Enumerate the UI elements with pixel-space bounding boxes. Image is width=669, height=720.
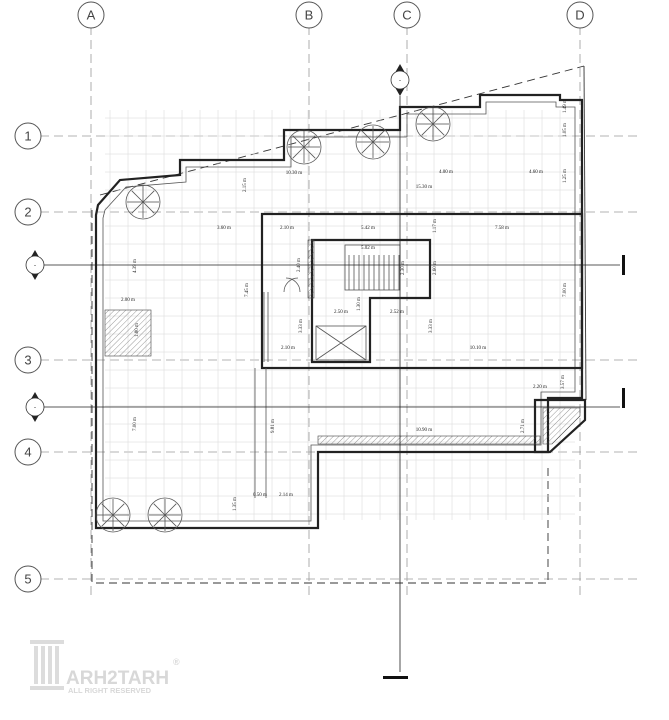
- dim-mid-4: 7.58 m: [495, 226, 509, 231]
- logo-name: ARH2TARH: [66, 668, 169, 689]
- dim-180: 1.80 m: [135, 323, 140, 337]
- dim-745: 7.45 m: [245, 283, 250, 297]
- dim-right-3: 1.25 m: [563, 169, 568, 183]
- column-icon: [30, 640, 64, 690]
- watermark-logo: ARH2TARH ALL RIGHT RESERVED ®: [30, 640, 180, 695]
- dim-214: 2.14 m: [279, 493, 293, 498]
- dim-top-3: 4.60 m: [529, 170, 543, 175]
- dim-mid-1: 2.10 m: [280, 226, 294, 231]
- section-marker-left-1: -: [25, 250, 625, 280]
- dim-left-1: 3.60 m: [217, 226, 231, 231]
- svg-text:D: D: [575, 8, 584, 23]
- tree-icon: [125, 184, 161, 220]
- dim-top-total: 15.30 m: [416, 185, 433, 190]
- dim-981: 9.81 m: [271, 419, 276, 433]
- dim-260: 2.60 m: [433, 261, 438, 275]
- dim-mid-3: 1.17 m: [433, 219, 438, 233]
- tree-icon: [147, 497, 183, 533]
- svg-text:C: C: [402, 8, 411, 23]
- grid-bubble-3: 3: [14, 346, 42, 374]
- dim-050: 0.50 m: [253, 493, 267, 498]
- grid-bubble-b: B: [295, 1, 323, 29]
- tree-icon: [355, 124, 391, 160]
- floor-tiles: [105, 110, 575, 520]
- dimension-labels: 10.30 m 4.00 m 4.60 m 15.30 m 1.49 m 1.0…: [121, 99, 568, 511]
- dim-271: 2.71 m: [521, 419, 526, 433]
- dim-vert-1: 2.15 m: [243, 178, 248, 192]
- dim-mid-2: 5.42 m: [361, 226, 375, 231]
- stair-treads: [348, 255, 400, 290]
- hatched-walls: [104, 239, 541, 445]
- section-end-mark: [383, 676, 408, 679]
- trees: [95, 106, 451, 533]
- dim-right-2: 1.05 m: [563, 123, 568, 137]
- grid-bubble-d: D: [566, 1, 594, 29]
- dim-top-2: 4.00 m: [439, 170, 453, 175]
- logo-mark: ®: [173, 657, 180, 667]
- dim-333a: 3.33 m: [299, 319, 304, 333]
- svg-text:-: -: [399, 78, 401, 84]
- tree-icon: [95, 497, 131, 533]
- dim-stair: 5.02 m: [361, 246, 375, 251]
- building-outline: [94, 93, 587, 530]
- dim-right-1: 1.49 m: [563, 99, 568, 113]
- grid-bubble-1: 1: [14, 122, 42, 150]
- grid-bubble-c: C: [393, 1, 421, 29]
- dim-220: 2.20 m: [533, 385, 547, 390]
- tree-icon: [286, 129, 322, 165]
- grid-bubbles: A B C D 1 2 3 4: [14, 1, 594, 593]
- svg-text:-: -: [34, 263, 36, 269]
- dim-252: 2.52 m: [390, 310, 404, 315]
- grid-bubble-5: 5: [14, 565, 42, 593]
- dim-200: 2.00 m: [121, 298, 135, 303]
- section-marker-top: -: [390, 64, 410, 96]
- dim-357: 3.57 m: [561, 375, 566, 389]
- dim-700b: 7.00 m: [133, 417, 138, 431]
- grid-bubble-4: 4: [14, 438, 42, 466]
- dim-135: 1.35 m: [233, 497, 238, 511]
- dim-1010: 10.10 m: [470, 346, 487, 351]
- dim-333b: 3.33 m: [429, 319, 434, 333]
- svg-text:1: 1: [24, 129, 31, 144]
- section-markers: - - -: [25, 64, 625, 679]
- svg-text:2: 2: [24, 205, 31, 220]
- dim-230: 2.30 m: [401, 261, 406, 275]
- svg-text:4: 4: [24, 445, 31, 460]
- dim-250: 2.50 m: [334, 310, 348, 315]
- logo-tagline: ALL RIGHT RESERVED: [68, 686, 152, 695]
- dim-700: 7.00 m: [563, 283, 568, 297]
- svg-text:-: -: [34, 405, 36, 411]
- dim-210: 2.10 m: [281, 346, 295, 351]
- dim-vert-2: 4.39 m: [133, 259, 138, 273]
- tree-icon: [415, 106, 451, 142]
- doors: [263, 277, 301, 362]
- svg-text:A: A: [87, 8, 96, 23]
- dim-130: 1.30 m: [357, 297, 362, 311]
- dim-top-1: 10.30 m: [286, 171, 303, 176]
- svg-text:3: 3: [24, 353, 31, 368]
- dim-1090: 10.90 m: [416, 428, 433, 433]
- svg-text:B: B: [305, 8, 314, 23]
- grid-bubble-a: A: [77, 1, 105, 29]
- section-marker-left-2: -: [25, 388, 625, 422]
- svg-text:5: 5: [24, 572, 31, 587]
- site-boundary: [91, 65, 587, 584]
- grid-bubble-2: 2: [14, 198, 42, 226]
